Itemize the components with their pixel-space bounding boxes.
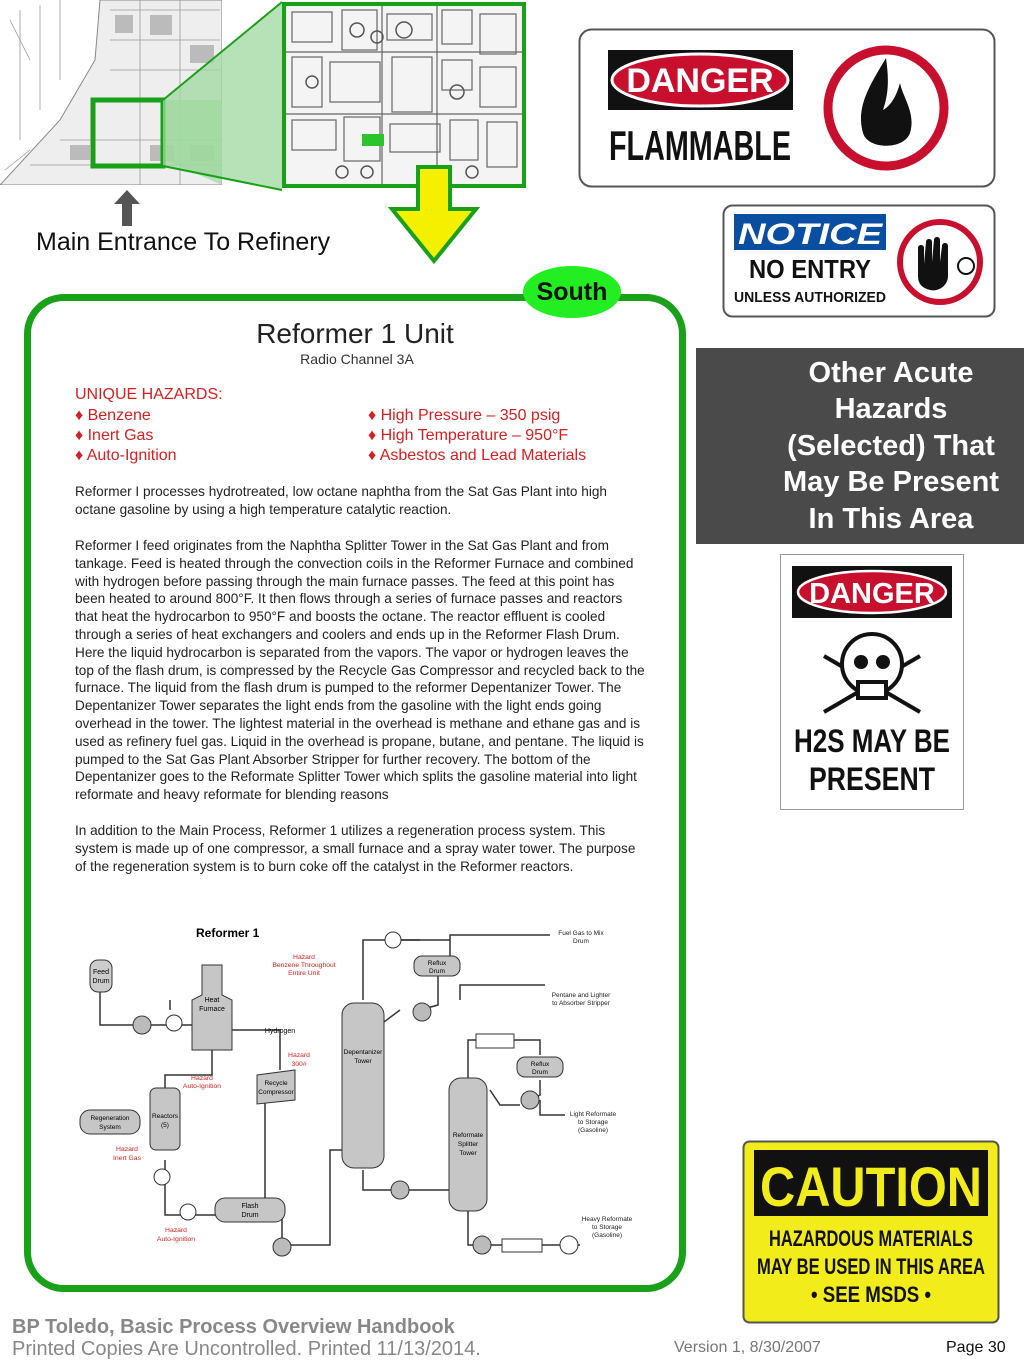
hazard-item: ♦ Benzene <box>75 407 151 424</box>
diagram-output: Fuel Gas to Mix <box>558 930 604 937</box>
diagram-label: (5) <box>161 1122 169 1129</box>
panel-line: (Selected) That <box>787 429 995 462</box>
diagram-label: Tower <box>459 1150 477 1157</box>
zoom-connector <box>162 1 283 191</box>
sign-text: PRESENT <box>809 761 935 797</box>
diagram-label: Furnace <box>199 1006 225 1013</box>
skull-crossbones-icon <box>822 632 922 714</box>
stop-hand-icon <box>918 237 948 291</box>
diagram-hazard: Hazard <box>293 954 315 961</box>
danger-flammable-sign: DANGER FLAMMABLE <box>578 28 996 188</box>
diagram-hazard: Auto-Ignition <box>157 1236 195 1243</box>
diagram-hazard: Hazard <box>191 1075 213 1082</box>
sign-header: NOTICE <box>738 218 883 251</box>
description-paragraph-2: Reformer I feed originates from the Naph… <box>75 538 645 803</box>
radio-channel: Radio Channel 3A <box>300 351 414 367</box>
sign-text: H2S MAY BE <box>794 723 950 759</box>
diagram-hazard: Benzene Throughout <box>272 962 335 969</box>
process-flow-diagram: Feed Drum Heat Furnace Hydrogen Recycle … <box>79 926 633 1257</box>
hazard-item: ♦ Auto-Ignition <box>75 447 177 464</box>
diagram-hazard: 300# <box>291 1061 306 1068</box>
sign-header: DANGER <box>626 62 773 100</box>
diagram-output: Drum <box>573 938 589 945</box>
panel-line: Hazards <box>834 393 948 426</box>
hazard-item: ♦ Inert Gas <box>75 427 154 444</box>
sign-text: MAY BE USED IN THIS AREA <box>757 1254 985 1279</box>
footer-note: Printed Copies Are Uncontrolled. Printed… <box>12 1338 481 1360</box>
hazard-item: ♦ High Pressure – 350 psig <box>368 407 561 424</box>
diagram-label: Feed <box>93 969 109 976</box>
diagram-label: Drum <box>532 1069 548 1076</box>
diagram-hazard: Auto-Ignition <box>183 1083 221 1090</box>
diagram-label: Tower <box>354 1058 372 1065</box>
hazard-item: ♦ High Temperature – 950°F <box>368 427 569 444</box>
description-paragraph-3: In addition to the Main Process, Reforme… <box>75 823 636 874</box>
diagram-label: Drum <box>429 968 445 975</box>
diagram-label: Regeneration <box>90 1115 129 1122</box>
sign-text: UNLESS AUTHORIZED <box>734 289 886 306</box>
sign-text: FLAMMABLE <box>609 122 791 169</box>
diagram-label: Flash <box>241 1203 258 1210</box>
hazard-item: ♦ Asbestos and Lead Materials <box>368 447 587 464</box>
diagram-output: to Storage <box>592 1224 622 1231</box>
diagram-label: Recycle <box>264 1080 288 1087</box>
page-number: Page 30 <box>946 1339 1006 1356</box>
sign-text: HAZARDOUS MATERIALS <box>769 1226 973 1251</box>
diagram-label: Reflux <box>428 960 447 967</box>
diagram-label: Heat <box>205 997 220 1004</box>
diagram-label: System <box>99 1124 121 1131</box>
sign-text: NO ENTRY <box>749 254 871 284</box>
other-hazards-panel: Other Acute Hazards (Selected) That May … <box>696 348 1024 544</box>
hazards-heading: UNIQUE HAZARDS: <box>75 386 223 403</box>
diagram-hazard: Hazard <box>288 1052 310 1059</box>
diagram-output: Light Reformate <box>570 1111 617 1118</box>
diagram-label: Reformate <box>453 1132 484 1139</box>
unit-title: Reformer 1 Unit <box>256 318 454 349</box>
diagram-label: Reactors <box>152 1113 179 1120</box>
diagram-output: Pentane and Lighter <box>552 992 611 999</box>
diagram-label: Hydrogen <box>265 1028 295 1035</box>
diagram-title: Reformer 1 <box>196 926 260 940</box>
diagram-hazard: Hazard <box>165 1227 187 1234</box>
danger-h2s-sign: DANGER H2S MAY BE PRESENT <box>780 554 964 810</box>
diagram-output: to Absorber Stripper <box>552 1000 611 1007</box>
diagram-hazard: Hazard <box>116 1146 138 1153</box>
unit-zoom-map <box>282 2 526 188</box>
panel-line: Other Acute <box>808 356 974 389</box>
sign-header: DANGER <box>809 578 935 610</box>
diagram-output: (Gasoline) <box>592 1232 622 1239</box>
diagram-hazard: Entire Unit <box>288 970 320 977</box>
flame-icon <box>860 58 912 146</box>
footer-version: Version 1, 8/30/2007 <box>674 1339 821 1356</box>
diagram-output: to Storage <box>578 1119 608 1126</box>
description-paragraph-1: Reformer I processes hydrotreated, low o… <box>75 484 607 517</box>
diagram-label: Depentanizer <box>344 1049 383 1056</box>
panel-line: May Be Present <box>783 466 999 499</box>
sign-text: • SEE MSDS • <box>811 1282 931 1307</box>
diagram-hazard: Inert Gas <box>113 1155 142 1162</box>
diagram-output: (Gasoline) <box>578 1127 608 1134</box>
diagram-label: Splitter <box>458 1141 479 1148</box>
sign-header: CAUTION <box>760 1155 982 1218</box>
diagram-label: Reflux <box>531 1061 550 1068</box>
caution-hazardous-materials-sign: CAUTION HAZARDOUS MATERIALS MAY BE USED … <box>742 1140 1000 1324</box>
diagram-label: Drum <box>92 978 109 985</box>
panel-line: In This Area <box>808 502 974 535</box>
diagram-label: Compressor <box>258 1089 294 1096</box>
diagram-label: Drum <box>241 1212 258 1219</box>
entrance-label: Main Entrance To Refinery <box>36 228 331 256</box>
down-arrow-icon <box>388 165 480 265</box>
diagram-output: Heavy Reformate <box>582 1216 633 1223</box>
notice-no-entry-sign: NOTICE NO ENTRY UNLESS AUTHORIZED <box>722 204 996 318</box>
footer-title: BP Toledo, Basic Process Overview Handbo… <box>12 1316 455 1338</box>
south-direction-badge: South <box>523 266 621 318</box>
entrance-arrow-icon <box>114 190 140 226</box>
